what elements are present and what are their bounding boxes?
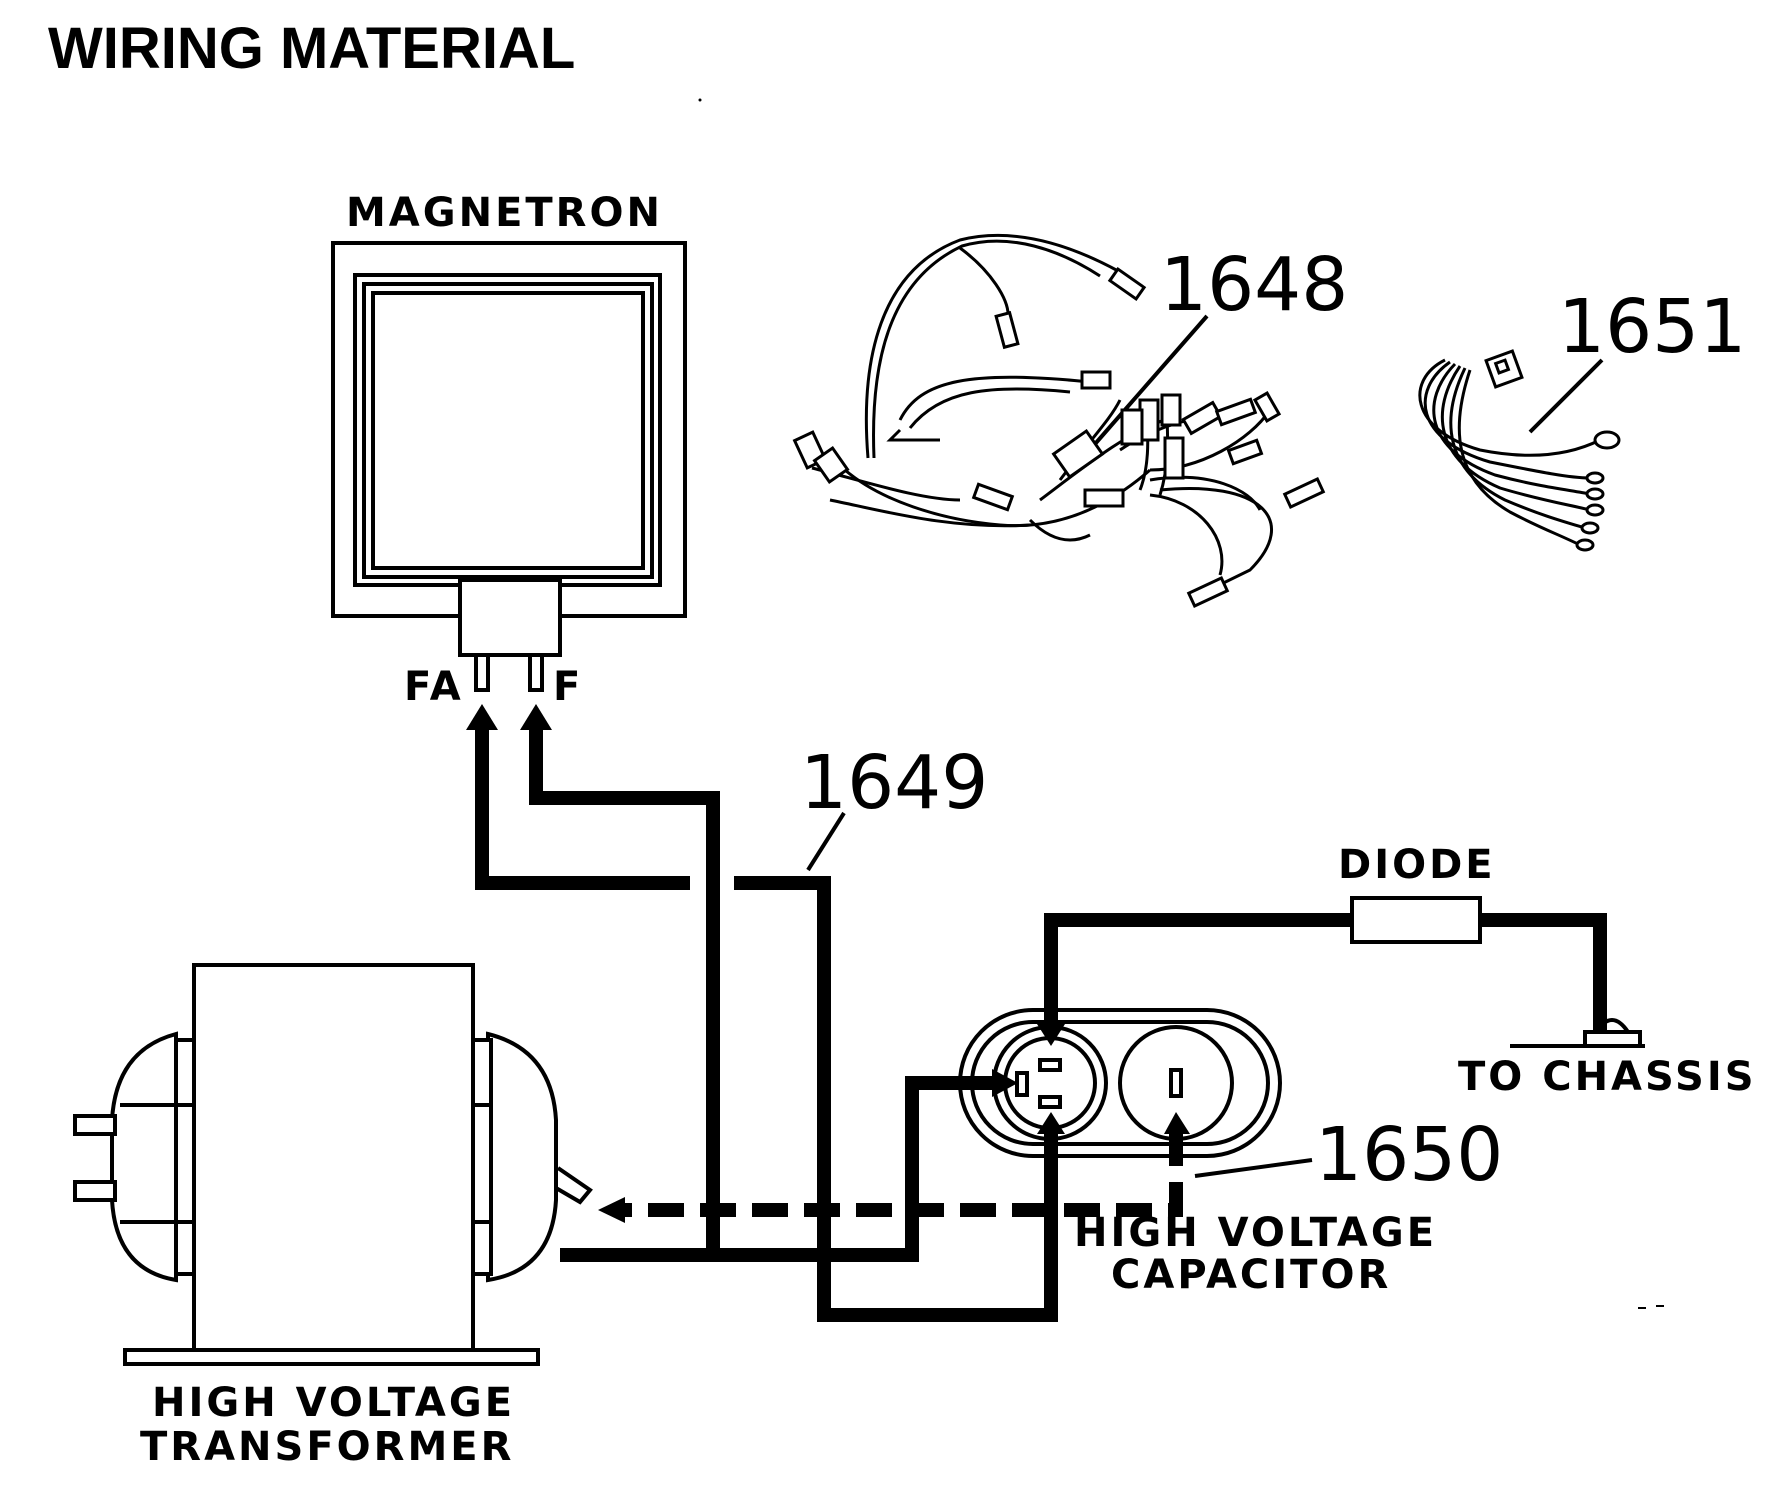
leader-1650 [1194, 1158, 1313, 1178]
wire-harness-1648 [792, 233, 1326, 608]
leader-1651 [1528, 358, 1604, 434]
magnetron-fa-terminal-label: FA [404, 664, 464, 710]
leader-1648 [1086, 314, 1209, 454]
chassis-ground [1510, 1018, 1645, 1048]
capacitor-bottom-arrow-icon [1037, 1112, 1065, 1134]
part-number-1651: 1651 [1558, 284, 1746, 370]
transformer-label-line1: HIGH VOLTAGE [152, 1380, 515, 1426]
wire-set-1649 [475, 725, 1058, 1322]
part-number-1649: 1649 [800, 740, 988, 826]
fa-arrow-icon [466, 704, 498, 730]
diode-wire [1044, 913, 1352, 1026]
wire-1650 [620, 1130, 1183, 1217]
magnetron [331, 241, 687, 692]
high-voltage-transformer [73, 963, 593, 1366]
capacitor-label-line1: HIGH VOLTAGE [1074, 1210, 1437, 1256]
page-title: WIRING MATERIAL [48, 16, 575, 81]
capacitor-label-line2: CAPACITOR [1111, 1252, 1391, 1298]
magnetron-label: MAGNETRON [346, 190, 663, 236]
transformer-label-line2: TRANSFORMER [140, 1424, 514, 1470]
diode [1350, 896, 1482, 944]
wire-harness-1651 [1418, 349, 1621, 552]
high-voltage-capacitor [958, 1008, 1282, 1158]
magnetron-f-terminal-label: F [553, 664, 583, 710]
leader-1649 [806, 811, 846, 872]
diode-label: DIODE [1338, 842, 1496, 888]
capacitor-right-arrow-icon [1164, 1112, 1190, 1134]
capacitor-side-arrow-icon [992, 1069, 1018, 1097]
scan-speck [1638, 1307, 1646, 1309]
part-number-1650: 1650 [1315, 1112, 1503, 1198]
to-chassis-label: TO CHASSIS [1458, 1054, 1757, 1100]
transformer-arrow-icon [598, 1197, 625, 1223]
fa-lead-wire [475, 725, 690, 890]
part-number-1648: 1648 [1160, 242, 1348, 328]
f-arrow-icon [520, 704, 552, 730]
capacitor-top-arrow-icon [1037, 1024, 1065, 1046]
transformer-capacitor-wire [713, 1076, 996, 1262]
scan-speck [698, 98, 702, 102]
scan-speck [1656, 1305, 1664, 1307]
